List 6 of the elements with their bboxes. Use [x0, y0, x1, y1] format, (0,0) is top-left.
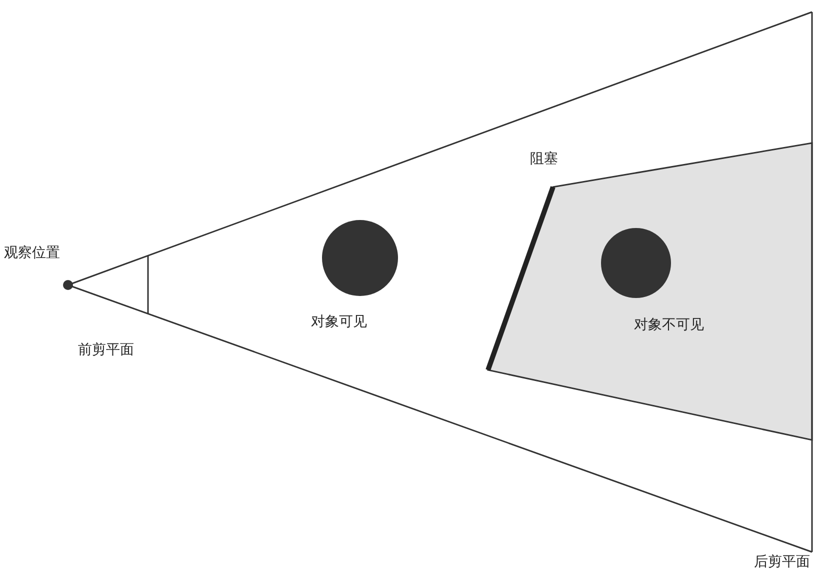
occluder-label: 阻塞 [530, 150, 558, 168]
viewpoint-label: 观察位置 [4, 244, 60, 262]
plane-label: 前剪平面 [78, 341, 134, 359]
object-label: 对象不可见 [634, 316, 704, 334]
plane-label: 后剪平面 [754, 553, 810, 571]
object-label: 对象可见 [311, 313, 367, 331]
